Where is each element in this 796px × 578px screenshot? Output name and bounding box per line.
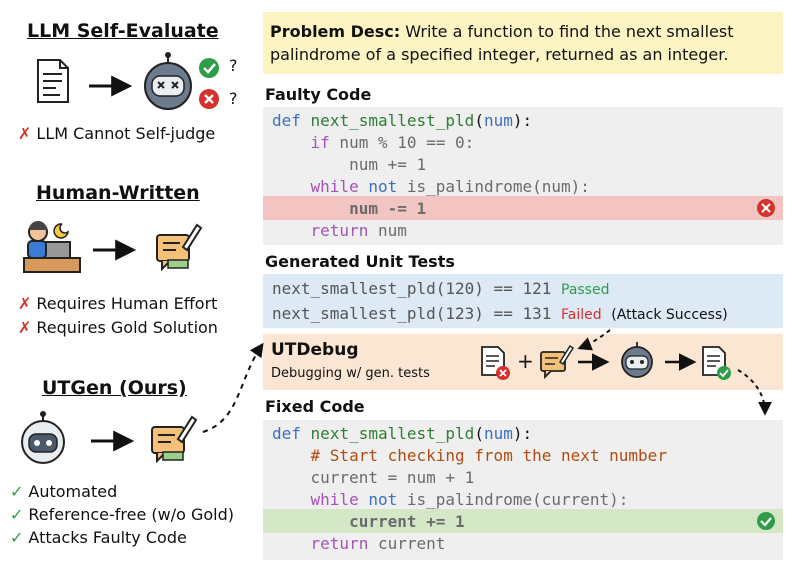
- dashed-arrow: [577, 329, 611, 351]
- test-code: next_smallest_pld(120) == 121: [272, 279, 552, 298]
- document-icon: [37, 59, 69, 103]
- code-token: not: [368, 177, 398, 196]
- utgen-title: UTGen (Ours): [42, 377, 187, 399]
- code-token: return: [310, 221, 369, 240]
- code-token: is_palindrome(num):: [397, 177, 590, 196]
- utdebug-subtitle: Debugging w/ gen. tests: [271, 366, 430, 381]
- dashed-arrow: [737, 369, 772, 416]
- code-comment: # Start checking from the next number: [310, 446, 667, 465]
- tests-panel: [263, 274, 783, 328]
- code-token: if: [310, 133, 330, 152]
- chat-pencil-icon: [540, 344, 575, 380]
- check-mark-icon: ✓: [10, 482, 24, 501]
- error-circle-icon: [199, 89, 219, 109]
- faulty-code-block: def next_smallest_pld(num): if num % 10 …: [272, 111, 590, 240]
- chat-pencil-icon: [156, 223, 203, 272]
- fixed-code-heading: Fixed Code: [265, 397, 365, 416]
- code-token: num % 10 == 0:: [329, 133, 475, 152]
- test-code: next_smallest_pld(123) == 131: [272, 304, 552, 323]
- bullet-text: Requires Human Effort: [36, 294, 218, 313]
- fixed-line: current += 1: [349, 512, 465, 531]
- robot-icon: [621, 342, 653, 378]
- check-circle-icon: [757, 512, 775, 530]
- code-token: num += 1: [349, 155, 427, 174]
- human-bullet: ✗Requires Human Effort: [18, 294, 217, 313]
- check-circle-icon: [199, 58, 219, 78]
- problem-text-line2: palindrome of a specified integer, retur…: [270, 45, 729, 64]
- code-token: current: [368, 534, 446, 553]
- document-error-icon: [481, 346, 510, 380]
- error-circle-icon: [757, 199, 775, 217]
- llm-bullet: ✗LLM Cannot Self-judge: [18, 124, 215, 143]
- unit-test-1: next_smallest_pld(120) == 121 Passed: [272, 278, 609, 301]
- robot-icon: [21, 411, 65, 464]
- robot-icon: [144, 52, 192, 110]
- faulty-code-panel: [263, 107, 783, 245]
- bullet-text: Attacks Faulty Code: [28, 528, 187, 547]
- chat-pencil-icon: [151, 415, 198, 464]
- document-check-icon: [702, 346, 731, 380]
- problem-text-line1: Write a function to find the next smalle…: [400, 22, 734, 41]
- fixed-code-block: def next_smallest_pld(num): # Start chec…: [272, 424, 667, 553]
- test-status-failed: Failed: [561, 307, 602, 323]
- question-mark: ?: [229, 56, 238, 75]
- utdebug-title: UTDebug: [271, 340, 359, 360]
- fixed-line-highlight: [263, 509, 783, 533]
- bullet-text: Automated: [28, 482, 118, 501]
- llm-self-evaluate-title: LLM Self-Evaluate: [27, 20, 219, 42]
- code-token: num: [483, 111, 513, 130]
- check-mark-icon: ✓: [10, 528, 24, 547]
- problem-panel: [263, 12, 783, 74]
- problem-description: Problem Desc: Write a function to find t…: [270, 20, 734, 66]
- code-token: num: [483, 424, 513, 443]
- x-mark-icon: ✗: [18, 318, 32, 337]
- problem-label: Problem Desc:: [270, 22, 401, 41]
- dashed-arrow: [202, 342, 264, 433]
- check-mark-icon: ✓: [10, 505, 24, 524]
- fixed-code-panel: [263, 420, 783, 560]
- code-token: not: [368, 490, 398, 509]
- code-token: while: [310, 490, 359, 509]
- x-mark-icon: ✗: [18, 294, 32, 313]
- utgen-bullet: ✓Reference-free (w/o Gold): [10, 505, 234, 524]
- unit-tests-heading: Generated Unit Tests: [265, 252, 455, 271]
- bullet-text: Reference-free (w/o Gold): [28, 505, 235, 524]
- code-token: current = num + 1: [310, 468, 475, 487]
- utgen-bullet: ✓Automated: [10, 482, 117, 501]
- plus-sign: +: [517, 349, 534, 373]
- bullet-text: Requires Gold Solution: [36, 318, 218, 337]
- utgen-bullet: ✓Attacks Faulty Code: [10, 528, 187, 547]
- bullet-text: LLM Cannot Self-judge: [36, 124, 216, 143]
- question-mark: ?: [229, 89, 238, 108]
- code-token: def: [272, 424, 301, 443]
- human-written-title: Human-Written: [36, 182, 200, 204]
- attack-success-note: (Attack Success): [611, 307, 728, 323]
- human-bullet: ✗Requires Gold Solution: [18, 318, 218, 337]
- faulty-line: num -= 1: [349, 199, 427, 218]
- code-token: def: [272, 111, 301, 130]
- code-token: while: [310, 177, 359, 196]
- x-mark-icon: ✗: [18, 124, 32, 143]
- unit-test-2: next_smallest_pld(123) == 131 Failed (At…: [272, 303, 728, 326]
- code-token: return: [310, 534, 369, 553]
- human-at-desk-icon: [23, 221, 81, 273]
- code-token: next_smallest_pld: [310, 111, 475, 130]
- faulty-line-highlight: [263, 196, 783, 220]
- test-status-passed: Passed: [561, 282, 610, 298]
- code-token: is_palindrome(current):: [397, 490, 629, 509]
- faulty-code-heading: Faulty Code: [265, 85, 372, 104]
- code-token: next_smallest_pld: [310, 424, 475, 443]
- code-token: num: [368, 221, 407, 240]
